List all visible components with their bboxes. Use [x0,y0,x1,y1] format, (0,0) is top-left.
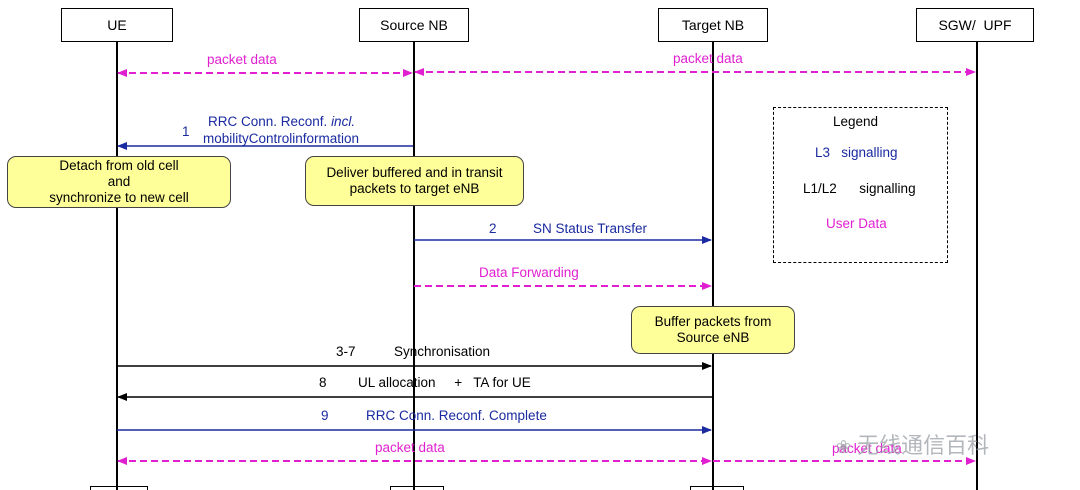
node-ue: UE [61,8,173,42]
label-packet-data-bottom-2: packet data [832,441,902,456]
lifeline-sgw-upf [976,42,978,490]
note-buffer: Buffer packets from Source eNB [631,306,795,354]
lifeline-target-nb [712,42,714,490]
label-packet-data-bottom-1: packet data [375,440,445,455]
label-sn-status-transfer: SN Status Transfer [533,221,648,236]
note-buffer-line2: Source eNB [676,330,750,345]
note-buffer-line1: Buffer packets from [654,314,772,329]
node-source-nb-label: Source NB [380,17,448,33]
legend-user-data-label: User Data [826,216,887,231]
wechat-icon: ❀ [836,437,852,458]
label-sync-number: 3-7 [336,344,356,359]
node-sgw-upf-label: SGW/ UPF [938,17,1012,33]
label-rrc-line2: mobilityControlinformation [203,131,360,146]
label-rrc-line1-text: RRC Conn. Reconf. [208,114,332,129]
label-rrc-incl: incl. [331,114,356,129]
legend-title: Legend [833,114,879,129]
label-synchronisation: Synchronisation [394,344,491,359]
node-source-nb: Source NB [359,8,469,42]
watermark-text: 无线通信百科 [857,434,990,459]
label-rrc-number: 1 [182,124,190,139]
note-deliver-line1: Deliver buffered and in transit [326,165,503,180]
note-deliver: Deliver buffered and in transit packets … [305,156,524,206]
legend-box [773,107,948,263]
label-rrc-complete: RRC Conn. Reconf. Complete [366,408,547,423]
label-packet-data-ue-source: packet data [207,52,277,67]
bottom-cap-ue [90,486,148,490]
label-complete-number: 9 [321,408,329,423]
label-ul-number: 8 [319,375,327,390]
node-ue-label: UE [107,17,127,33]
legend-l1l2-label: L1/L2 signalling [803,181,916,196]
label-packet-data-source-sgw: packet data [673,51,743,66]
lifeline-source-nb [413,42,415,490]
label-sn-number: 2 [489,221,497,236]
legend-l3-label: L3 signalling [815,145,898,160]
note-detach-line2: and [107,174,131,189]
label-ul-allocation: UL allocation + TA for UE [358,375,531,390]
note-deliver-line2: packets to target eNB [349,181,480,196]
note-detach-line3: synchronize to new cell [49,190,189,205]
lifeline-ue [116,42,118,490]
note-detach: Detach from old cell and synchronize to … [7,156,231,208]
label-data-forwarding: Data Forwarding [479,265,579,280]
node-target-nb: Target NB [658,8,768,42]
label-rrc-line1: RRC Conn. Reconf. incl. [208,114,355,130]
bottom-cap-source [390,486,444,490]
watermark: ❀无线通信百科 [836,428,989,460]
note-detach-line1: Detach from old cell [59,158,179,173]
node-sgw-upf: SGW/ UPF [916,8,1034,42]
bottom-cap-target [690,486,744,490]
node-target-nb-label: Target NB [681,17,745,33]
